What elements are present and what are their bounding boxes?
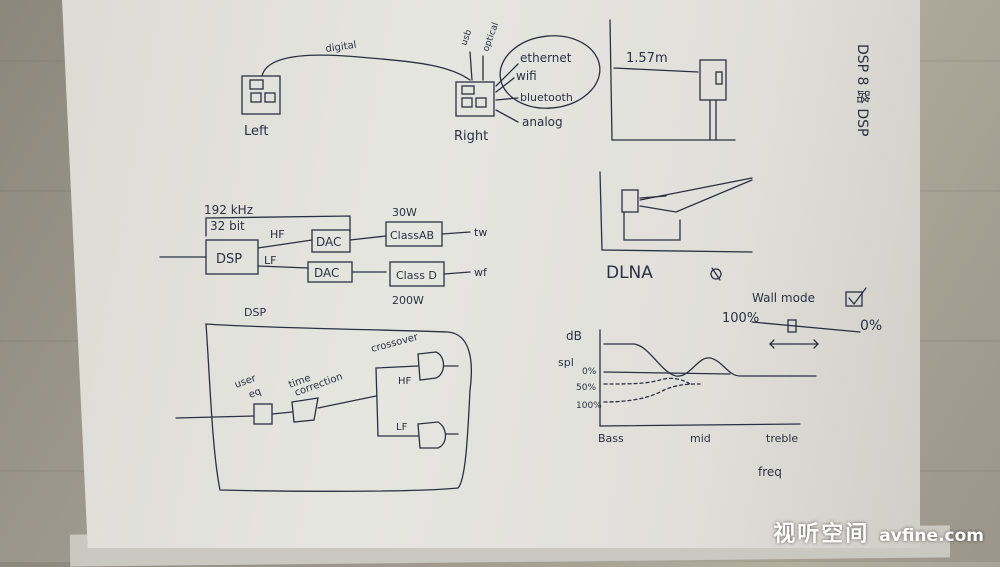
tweeter-out-line: [441, 231, 471, 235]
left-speaker-icon: [241, 75, 281, 115]
wifi-arrow: [495, 77, 515, 93]
stand-speaker-icon: [699, 59, 727, 141]
wall-mode-slider-knob: [787, 319, 797, 333]
graph-x-bass: Bass: [598, 432, 624, 445]
analog-arrow: [495, 109, 519, 123]
wall-mode-slider-track: [751, 321, 861, 333]
wall-line: [609, 19, 613, 141]
crossover-lf-label: LF: [396, 422, 408, 433]
reflection-floor-line: [601, 249, 753, 253]
graph-level-100: 100%: [576, 401, 602, 411]
crossover-hf-line: [375, 365, 419, 369]
class-ab-label: ClassAB: [390, 229, 434, 242]
response-curve-100: [603, 383, 701, 403]
dsp-input-line-2: [175, 415, 255, 419]
wall-mode-checkbox: [845, 291, 863, 307]
dac-bottom-label: DAC: [314, 266, 339, 280]
bluetooth-arrow: [495, 97, 519, 101]
spec-sample-rate: 192 kHz: [204, 203, 253, 217]
eq-label: eq: [247, 386, 263, 401]
optical-label: optical: [481, 21, 501, 53]
reflection-wall-line: [599, 171, 603, 251]
eq-time-line: [271, 411, 293, 415]
graph-x-axis: [599, 423, 801, 427]
dac-amp-top-line: [349, 235, 387, 241]
left-label: Left: [244, 124, 268, 139]
distance-label: 1.57m: [626, 51, 668, 66]
graph-x-treble: treble: [766, 432, 798, 445]
paper-sheet: [62, 0, 920, 548]
class-d-label: Class D: [396, 269, 437, 282]
site-watermark: 视听空间 avfine.com: [773, 516, 984, 548]
watermark-cn: 视听空间: [773, 522, 870, 547]
graph-x-mid: mid: [690, 432, 711, 445]
response-curve-50: [603, 377, 691, 385]
hf-path-label: HF: [270, 228, 285, 241]
tweeter-label: tw: [474, 226, 487, 239]
right-label: Right: [454, 129, 488, 144]
slider-arrow-heads: [769, 339, 819, 349]
time-crossover-line: [317, 395, 377, 409]
rotated-note: DSP 8 路 DSP: [854, 44, 870, 136]
graph-y-title: dB: [566, 329, 582, 343]
dac-top-box: [311, 229, 351, 253]
dlna-label: DLNA: [606, 263, 653, 283]
ethernet-label: ethernet: [520, 51, 572, 65]
usb-label: usb: [459, 28, 474, 47]
crossover-hf-label: HF: [398, 376, 412, 387]
digital-label: digital: [325, 40, 357, 55]
sound-ray-top: [639, 195, 667, 199]
response-curve-main: [603, 343, 817, 377]
dsp-block-title: DSP: [244, 306, 266, 319]
hf-filter-box: [417, 351, 445, 381]
dsp-box-label: DSP: [216, 252, 242, 267]
usb-arrow: [469, 51, 473, 81]
sound-ray-lower: [639, 179, 753, 213]
dsp-block-outline: [205, 323, 473, 492]
digital-link-line: [261, 54, 471, 81]
distance-arrow: [613, 67, 699, 73]
woofer-out-line: [443, 271, 471, 275]
wall-mode-title: Wall mode: [752, 291, 815, 305]
dac-top-label: DAC: [316, 235, 341, 249]
crossover-label: crossover: [370, 332, 420, 355]
power-top-label: 30W: [392, 206, 417, 219]
reflection-speaker-icon: [621, 189, 681, 241]
time-correction-box: [291, 397, 319, 423]
settings-doodle-icon: [710, 267, 722, 281]
analog-label: analog: [522, 115, 563, 129]
ethernet-arrow: [495, 63, 519, 87]
graph-level-0: 0%: [582, 367, 597, 377]
wall-mode-left-pct: 100%: [722, 311, 759, 326]
wall-mode-right-pct: 0%: [860, 318, 882, 334]
graph-x-title: freq: [758, 465, 782, 479]
checkmark-icon: [848, 287, 867, 306]
crossover-split-line: [375, 367, 379, 437]
lf-path: [257, 265, 309, 269]
power-bottom-label: 200W: [392, 294, 424, 307]
wifi-label: wifi: [516, 69, 537, 83]
lf-filter-box: [417, 421, 447, 449]
user-eq-box: [253, 403, 273, 425]
spec-bracket: [205, 215, 351, 237]
woofer-label: wf: [474, 266, 488, 279]
spec-bit-depth: 32 bit: [210, 219, 245, 233]
graph-y-sub: spl: [558, 356, 574, 369]
response-flat-line: [603, 371, 731, 375]
dsp-box: [205, 239, 259, 275]
graph-level-50: 50%: [576, 383, 596, 393]
watermark-url: avfine.com: [879, 526, 984, 546]
hf-path: [257, 239, 313, 249]
network-inputs-circle: [499, 35, 601, 109]
lf-path-label: LF: [264, 254, 276, 267]
right-speaker-icon: [455, 81, 495, 117]
bluetooth-label: bluetooth: [520, 91, 573, 104]
